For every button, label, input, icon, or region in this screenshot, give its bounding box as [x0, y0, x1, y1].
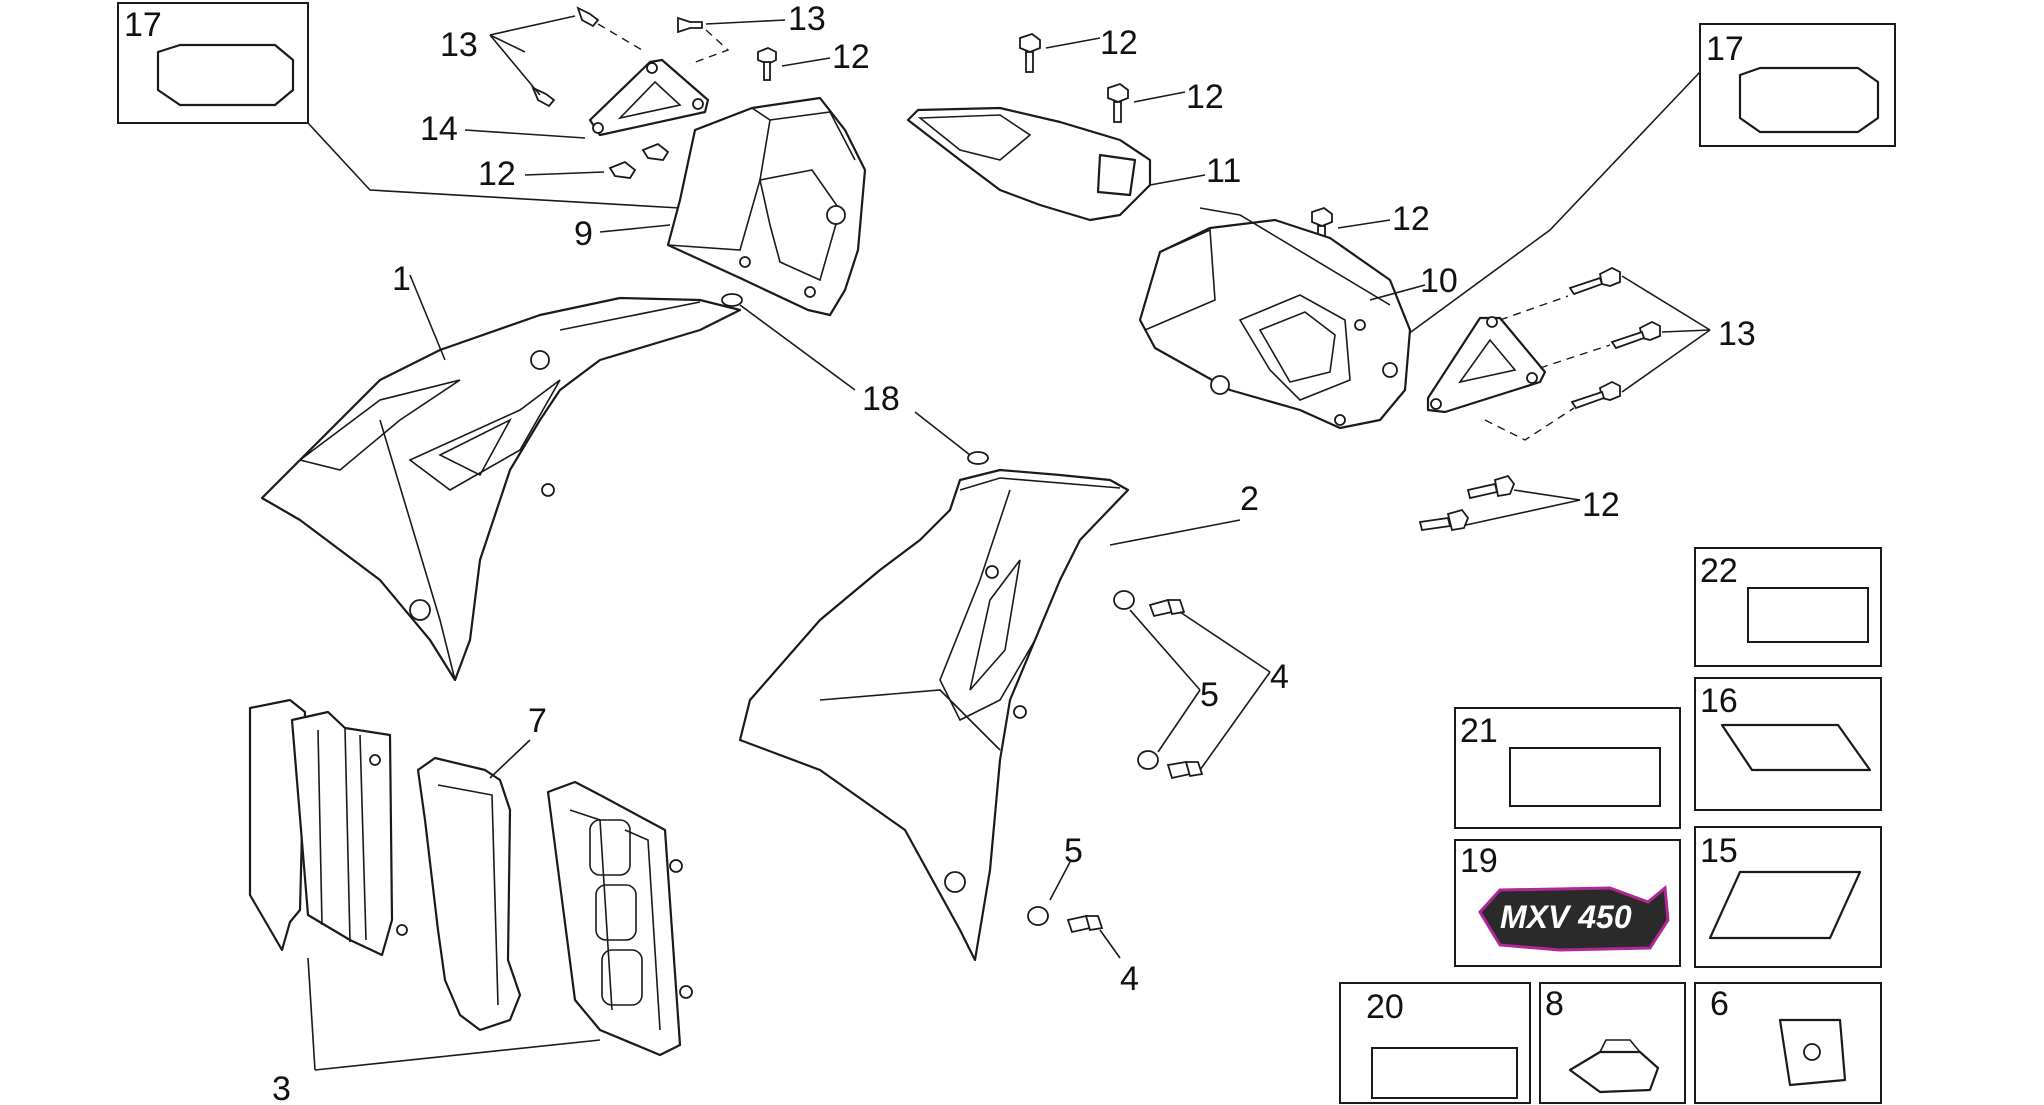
- washers-18: [721, 293, 989, 465]
- callout-10: 10: [1420, 262, 1458, 300]
- part-7-grille-plate: [416, 756, 522, 1032]
- callout-14: 14: [420, 110, 458, 148]
- callout-12-d: 12: [1186, 78, 1224, 116]
- decal-box-20: 20: [1339, 982, 1531, 1104]
- decal-box-15: 15: [1694, 826, 1882, 968]
- decal-box-21: 21: [1454, 707, 1681, 829]
- callout-15: 15: [1700, 832, 1738, 870]
- callout-6: 6: [1710, 985, 1729, 1023]
- part-11-cover: [906, 106, 1152, 222]
- callout-2: 2: [1240, 480, 1259, 518]
- mxv-logo-decal: [1478, 885, 1670, 952]
- part-bracket-14: [588, 58, 710, 137]
- part-bracket-13-right: [1426, 316, 1547, 414]
- callout-4-upper: 4: [1270, 658, 1289, 696]
- mxv-logo-text: MXV 450: [1500, 899, 1632, 935]
- part-2-radiator-shroud: [738, 468, 1130, 962]
- callout-12-c: 12: [1100, 24, 1138, 62]
- callout-18: 18: [862, 380, 900, 418]
- callout-16: 16: [1700, 682, 1738, 720]
- callout-21: 21: [1460, 712, 1498, 750]
- screws-13-right: [1568, 266, 1661, 410]
- decal-box-19: MXV 450 19: [1454, 839, 1681, 967]
- callout-19: 19: [1460, 842, 1498, 880]
- part-3-grille-frame: [546, 780, 693, 1057]
- callout-13-top-left: 13: [440, 26, 478, 64]
- part-box-8-clip: 8: [1539, 982, 1686, 1104]
- callout-5-lower: 5: [1064, 832, 1083, 870]
- fasteners-4-5-lower: [1027, 906, 1104, 934]
- callout-17-left: 17: [124, 6, 162, 44]
- callout-13-top-center: 13: [788, 0, 826, 38]
- callout-13-right: 13: [1718, 315, 1756, 353]
- part-3-radiator-grille: [248, 698, 408, 957]
- callout-1: 1: [392, 260, 411, 298]
- part-box-6-clip: 6: [1694, 982, 1882, 1104]
- decal-box-22: 22: [1694, 547, 1882, 667]
- callout-12-f: 12: [1582, 486, 1620, 524]
- part-1-radiator-shroud: [260, 296, 742, 682]
- callout-8: 8: [1545, 985, 1564, 1023]
- decal-box-17-left: 17: [117, 2, 309, 124]
- part-9-airbox-cover: [666, 96, 867, 317]
- screws-12-lower-right: [1418, 474, 1516, 532]
- fasteners-4-5-upper: [1113, 590, 1204, 780]
- decal-box-16: 16: [1694, 677, 1882, 811]
- screws-12-upper-left: [608, 47, 777, 179]
- part-10-airbox-cover: [1138, 207, 1412, 430]
- callout-22: 22: [1700, 552, 1738, 590]
- callout-17-right: 17: [1706, 30, 1744, 68]
- callout-12-a: 12: [832, 38, 870, 76]
- decal-box-17-right: 17: [1699, 23, 1896, 147]
- callout-4-lower: 4: [1120, 960, 1139, 998]
- callout-5-upper: 5: [1200, 676, 1219, 714]
- callout-11: 11: [1206, 152, 1241, 190]
- callout-12-e: 12: [1392, 200, 1430, 238]
- callout-7: 7: [528, 702, 547, 740]
- callout-9: 9: [574, 215, 593, 253]
- callout-12-b: 12: [478, 155, 516, 193]
- callout-20: 20: [1366, 988, 1404, 1026]
- screws-12-top-center: [1019, 32, 1333, 247]
- callout-3: 3: [272, 1070, 291, 1105]
